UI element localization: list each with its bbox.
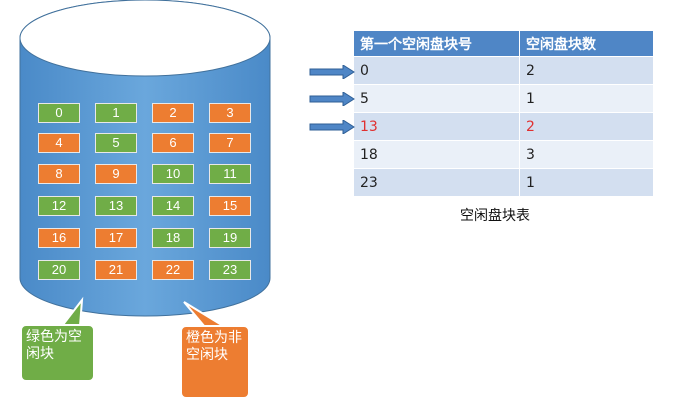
disk-block-13: 13: [95, 196, 137, 216]
disk-block-18: 18: [152, 228, 194, 248]
right-arrow-icon: [309, 119, 355, 135]
disk-block-9: 9: [95, 164, 137, 184]
table-header-row: 第一个空闲盘块号 空闲盘块数: [354, 31, 654, 57]
disk-block-7: 7: [209, 133, 251, 153]
disk-block-6: 6: [152, 133, 194, 153]
free-block-count-cell: 2: [519, 56, 654, 85]
disk-block-15: 15: [209, 196, 251, 216]
header-free-block-count: 空闲盘块数: [519, 31, 654, 57]
first-free-block-cell: 0: [354, 56, 520, 85]
disk-block-1: 1: [95, 103, 137, 123]
disk-block-14: 14: [152, 196, 194, 216]
disk-block-11: 11: [209, 164, 251, 184]
disk-block-5: 5: [95, 133, 137, 153]
first-free-block-cell: 18: [354, 140, 520, 169]
disk-top: [19, 0, 271, 77]
disk-block-12: 12: [38, 196, 80, 216]
busy-legend-callout: 橙色为非空闲块: [180, 325, 250, 399]
disk-block-19: 19: [209, 228, 251, 248]
disk-block-21: 21: [95, 260, 137, 280]
free-block-count-cell: 1: [519, 168, 654, 196]
disk-block-4: 4: [38, 133, 80, 153]
first-free-block-cell: 13: [354, 112, 520, 141]
header-first-free-block: 第一个空闲盘块号: [354, 31, 520, 57]
disk-block-16: 16: [38, 228, 80, 248]
disk-block-8: 8: [38, 164, 80, 184]
disk-block-0: 0: [38, 103, 80, 123]
disk-block-3: 3: [209, 103, 251, 123]
disk-block-22: 22: [152, 260, 194, 280]
disk-block-20: 20: [38, 260, 80, 280]
first-free-block-cell: 23: [354, 168, 520, 196]
first-free-block-cell: 5: [354, 84, 520, 113]
disk-block-23: 23: [209, 260, 251, 280]
disk-block-2: 2: [152, 103, 194, 123]
right-arrow-icon: [309, 91, 355, 107]
disk-block-17: 17: [95, 228, 137, 248]
free-legend-callout: 绿色为空闲块: [20, 324, 95, 382]
free-block-count-cell: 1: [519, 84, 654, 113]
right-arrow-icon: [309, 64, 355, 80]
free-block-count-cell: 2: [519, 112, 654, 141]
disk-block-10: 10: [152, 164, 194, 184]
free-block-count-cell: 3: [519, 140, 654, 169]
table-caption: 空闲盘块表: [460, 208, 530, 224]
